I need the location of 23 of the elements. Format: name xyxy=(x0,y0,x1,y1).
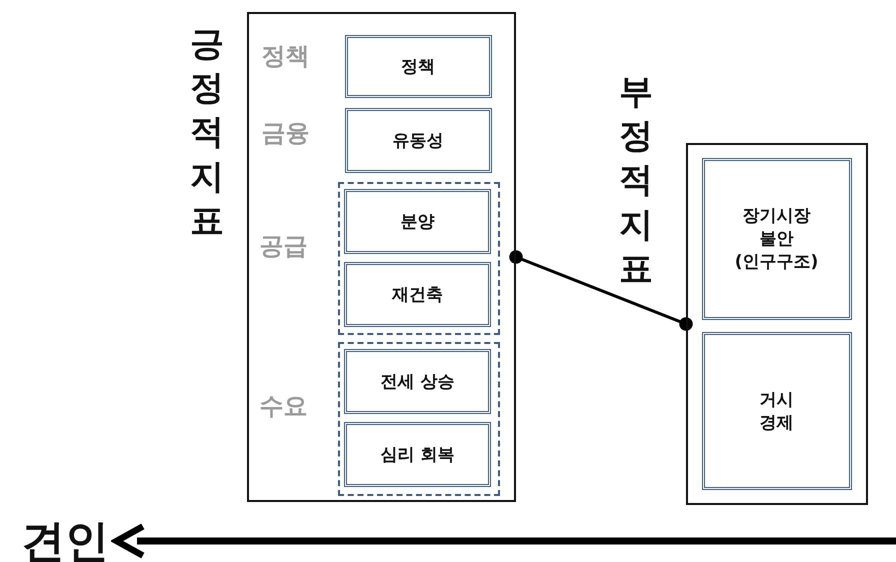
arrow xyxy=(113,523,896,559)
indicator-box xyxy=(344,189,491,254)
box-label: 유동성 xyxy=(392,130,444,152)
group-label: 공급 xyxy=(260,230,308,262)
box-label: 심리 회복 xyxy=(380,444,454,466)
indicator-box xyxy=(344,422,491,487)
box-label: 거시 경제 xyxy=(758,388,794,434)
category-label: 금융 xyxy=(262,118,310,148)
panel-heading: 부정적 지표 xyxy=(618,71,654,291)
group-label: 수요 xyxy=(260,390,308,422)
box-label: 정책 xyxy=(401,56,435,78)
category-label: 정책 xyxy=(262,40,310,72)
box-label: 재건축 xyxy=(392,284,443,306)
box-label: 전세 상승 xyxy=(380,371,454,393)
label-text: 견인 xyxy=(21,514,109,562)
indicator-box xyxy=(344,262,491,327)
indicator-box xyxy=(344,349,491,414)
connector-line xyxy=(509,250,693,331)
indicator-box xyxy=(702,158,852,320)
box-label: 분양 xyxy=(400,211,434,233)
box-label: 장기시장 불안 (인구구조) xyxy=(734,205,820,273)
indicator-box xyxy=(702,332,852,490)
panel-heading: 긍정적 지표 xyxy=(189,23,225,243)
